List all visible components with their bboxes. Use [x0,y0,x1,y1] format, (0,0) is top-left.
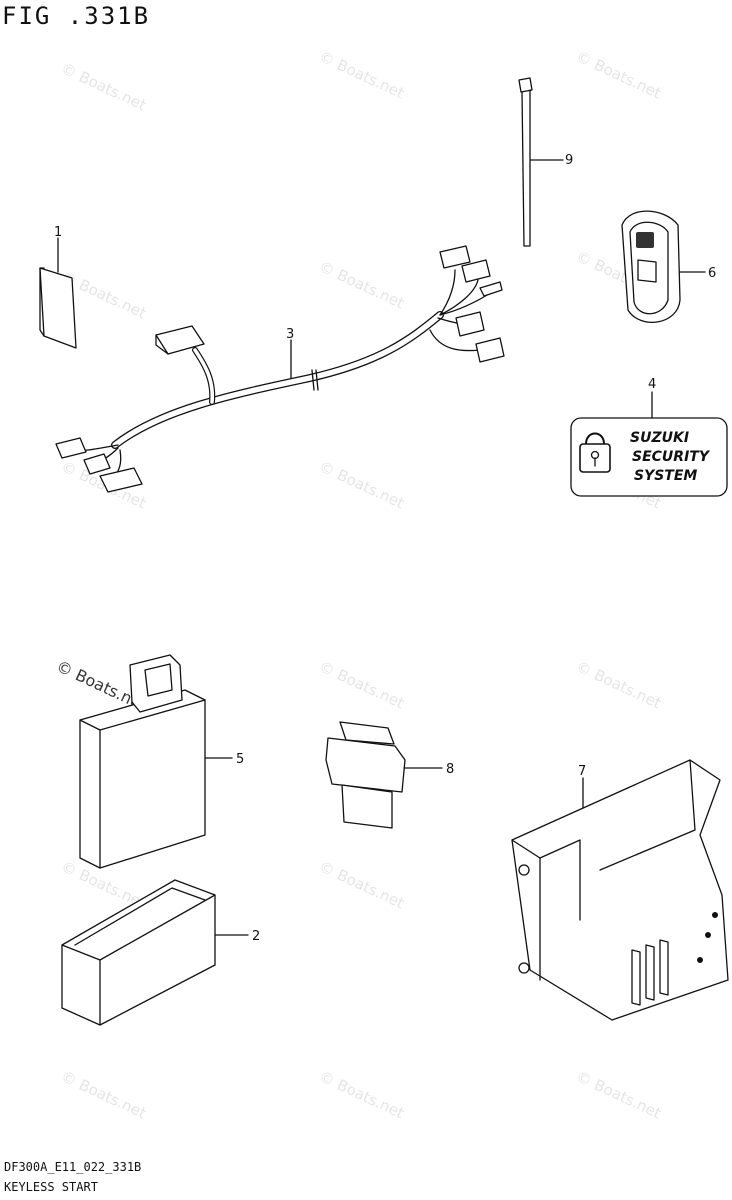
watermark-text: © Boats.net [316,257,407,312]
callout-1: 1 [54,225,62,240]
callout-4: 4 [648,377,656,392]
watermark-text: © Boats.net [316,1067,407,1122]
watermark-text: © Boats.net [316,657,407,712]
watermark-text: © Boats.net [573,47,664,102]
callout-7: 7 [578,764,586,779]
watermark-text: © Boats.net [316,47,407,102]
part-9-cable-tie: 9 [518,77,573,247]
watermark-text: © Boats.net [573,657,664,712]
watermark-text: © Boats.net [316,457,407,512]
figure-title: FIG .331B [2,2,151,30]
part-7-bracket: 7 [511,759,729,1021]
watermark-text: © Boats.net [316,857,407,912]
part-3-wire-harness: 3 [55,245,505,493]
callout-6: 6 [708,266,716,281]
callout-3: 3 [286,327,294,342]
watermark-text: © Boats.net [58,1067,149,1122]
part-6-key-fob: 6 [621,210,716,323]
figure-name: KEYLESS START [4,1180,98,1194]
figure-code: DF300A_E11_022_331B [4,1160,142,1174]
callout-2: 2 [252,929,260,944]
part-8-relay: 8 [325,721,454,829]
part-5-control-module: 5 [79,654,244,869]
callout-9: 9 [565,153,573,168]
part-4-security-decal: SUZUKI SECURITY SYSTEM 4 [570,377,728,497]
decal-line-2: SECURITY [632,449,711,465]
decal-line-1: SUZUKI [630,430,689,446]
watermark-text: © Boats.net [58,59,149,114]
part-1-label-card: 1 [39,225,77,349]
part-2-tray: 2 [61,879,260,1026]
watermark-text: © Boats.net [573,1067,664,1122]
callout-5: 5 [236,752,244,767]
decal-line-3: SYSTEM [634,468,697,484]
callout-8: 8 [446,762,454,777]
